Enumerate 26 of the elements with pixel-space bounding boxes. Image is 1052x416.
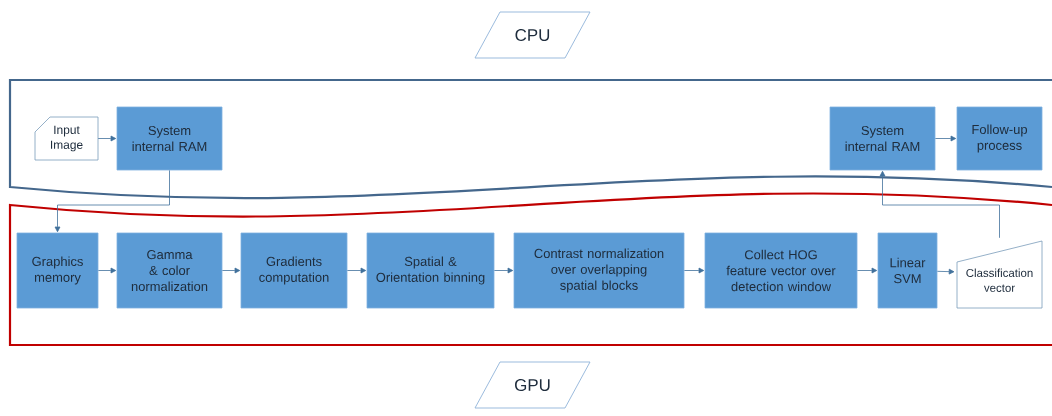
arrow xyxy=(54,170,170,233)
arrow xyxy=(879,170,1000,239)
input-card: Input Image xyxy=(34,116,99,161)
arrow xyxy=(935,135,957,142)
arrow xyxy=(97,135,117,142)
process-box: Gradients computation xyxy=(240,232,348,309)
arrow xyxy=(347,267,367,274)
arrow xyxy=(222,267,241,274)
arrow xyxy=(494,267,514,274)
parallelogram-label: GPU xyxy=(474,361,591,409)
process-box: Gamma & color normalization xyxy=(116,232,223,309)
parallelogram-label: CPU xyxy=(474,11,591,59)
process-box: System internal RAM xyxy=(829,106,936,171)
process-box: Follow-up process xyxy=(956,106,1043,171)
process-box: Graphics memory xyxy=(16,232,99,309)
process-box: Collect HOG feature vector over detection window xyxy=(704,232,858,309)
arrow xyxy=(684,267,705,274)
process-box: Spatial & Orientation binning xyxy=(366,232,495,309)
region-band xyxy=(8,192,1052,347)
arrow xyxy=(98,267,117,274)
process-box: Linear SVM xyxy=(877,232,938,309)
process-box: System internal RAM xyxy=(116,106,223,171)
region-band xyxy=(8,78,1052,199)
arrow xyxy=(937,268,955,275)
arrow xyxy=(857,267,878,274)
process-box: Contrast normalization over overlapping spatial blocks xyxy=(513,232,685,309)
